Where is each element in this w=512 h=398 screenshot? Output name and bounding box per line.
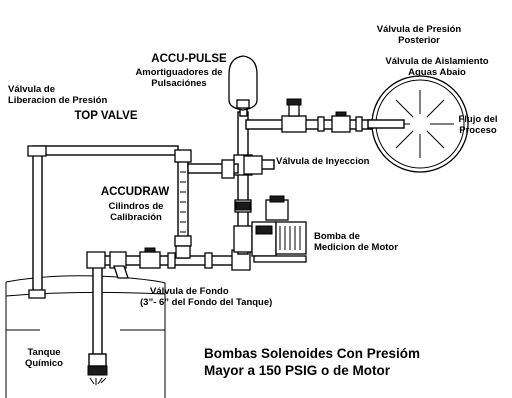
label-line: Posterior bbox=[398, 35, 440, 46]
caption-line: Bombas Solenoides Con Presióm bbox=[204, 346, 421, 361]
label-top-valve: TOP VALVE bbox=[74, 110, 138, 122]
label-line: Pulsaciónes bbox=[151, 78, 207, 89]
label-line: Medicion de Motor bbox=[314, 242, 398, 253]
label-process-flow: Flujo del Proceso bbox=[448, 114, 508, 136]
label-line: Flujo del bbox=[458, 114, 498, 125]
discharge-riser bbox=[187, 111, 253, 255]
label-line: Cilindros de bbox=[108, 201, 164, 212]
label-accudraw-desc: Cilindros de Calibración bbox=[94, 201, 178, 223]
label-line: Válvula de bbox=[8, 84, 55, 95]
label-line: Válvula de Fondo bbox=[150, 286, 229, 297]
label-isolation-valve: Válvula de Aislamiento Aguas Abaio bbox=[368, 56, 506, 78]
pulsation-dampener bbox=[228, 55, 258, 117]
label-line: Amortiguadores de bbox=[135, 67, 223, 78]
label-line: Proceso bbox=[459, 125, 497, 136]
suction-header bbox=[86, 247, 251, 279]
motor-pump bbox=[251, 195, 307, 263]
caption-line: Mayor a 150 PSIG o de Motor bbox=[204, 363, 391, 378]
label-line: Químico bbox=[24, 358, 63, 369]
label-line: Tanque bbox=[27, 347, 61, 358]
label-line: Válvula de Presión bbox=[376, 24, 462, 35]
discharge-line bbox=[243, 98, 387, 175]
label-injection-valve: Válvula de Inyeccion bbox=[276, 156, 370, 167]
label-foot-valve: Válvula de Fondo (3”- 6” del Fondo del T… bbox=[140, 286, 272, 308]
label-metering-pump: Bomba de Medicion de Motor bbox=[314, 231, 398, 253]
label-line: Aguas Abaio bbox=[408, 67, 466, 78]
label-back-pressure-valve: Válvula de Presión Posterior bbox=[360, 24, 478, 46]
label-accu-pulse-title: ACCU-PULSE bbox=[151, 53, 227, 65]
label-accudraw-title: ACCUDRAW bbox=[100, 186, 170, 198]
suction-line bbox=[87, 263, 108, 385]
diagram-caption: Bombas Solenoides Con Presióm Mayor a 15… bbox=[204, 345, 420, 379]
relief-return-line bbox=[27, 145, 179, 299]
label-accu-pulse-desc: Amortiguadores de Pulsaciónes bbox=[116, 67, 242, 89]
label-chemical-tank: Tanque Químico bbox=[14, 347, 74, 369]
calibration-column bbox=[174, 149, 192, 259]
label-line: Bomba de bbox=[314, 231, 360, 242]
label-line: (3”- 6” del Fondo del Tanque) bbox=[140, 297, 273, 308]
process-pipe bbox=[367, 75, 469, 173]
label-relief-valve: Válvula de Liberacion de Presión bbox=[8, 84, 107, 106]
label-line: Liberacion de Presión bbox=[8, 95, 108, 106]
label-line: Válvula de Aislamiento bbox=[385, 56, 489, 67]
label-line: Calibración bbox=[110, 212, 162, 223]
